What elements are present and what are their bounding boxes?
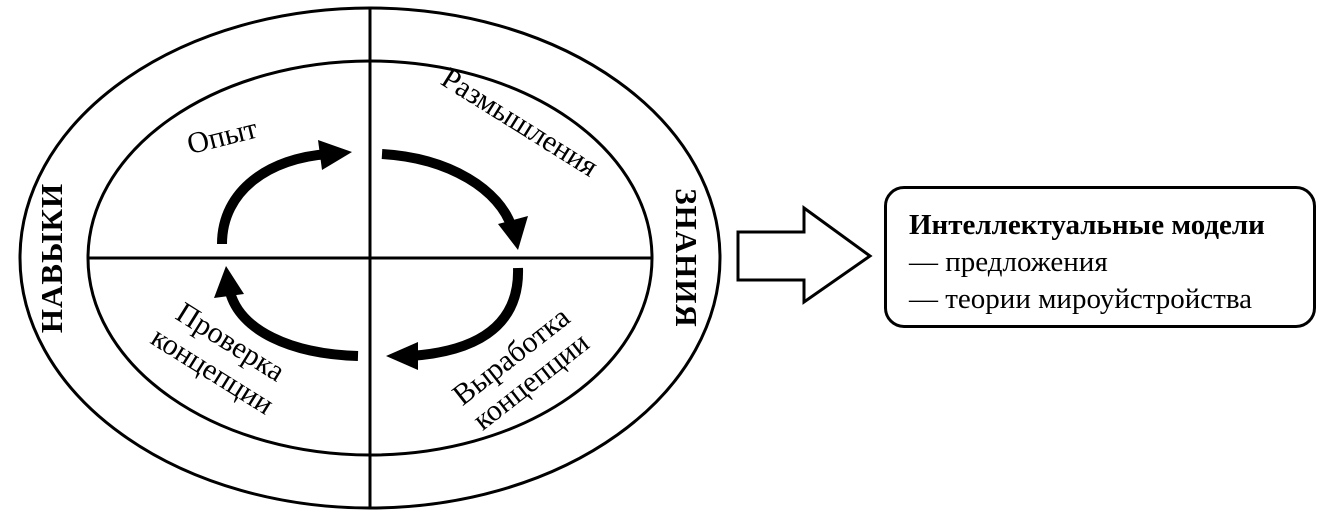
curved-arrow-head — [498, 216, 528, 250]
label-skills: НАВЫКИ — [34, 183, 69, 333]
curved-arrow-head — [386, 342, 418, 370]
curved-arrow-icon — [381, 149, 517, 230]
label-experience: Опыт — [184, 112, 261, 161]
box-title: Интеллектуальные модели — [909, 209, 1265, 241]
label-concept-development: Выработка концепции — [446, 300, 595, 436]
label-reflection: Размышления — [436, 61, 604, 183]
label-knowledge: ЗНАНИЯ — [669, 188, 704, 327]
box-item-proposals: — предложения — [909, 246, 1108, 278]
right-block-arrow-icon — [736, 205, 873, 305]
curved-arrow-icon — [217, 149, 329, 245]
label-concept-testing: Проверка концепции — [145, 296, 290, 421]
curved-arrow-icon — [409, 267, 524, 361]
curved-arrow-head — [318, 140, 352, 170]
box-item-theories: — теории мироуйстройства — [909, 283, 1253, 315]
intellectual-models-box: Интеллектуальные модели — предложения — … — [884, 186, 1316, 328]
cycle-arrows — [214, 140, 528, 370]
curved-arrow-head — [214, 266, 244, 298]
curved-arrow-icon — [225, 290, 359, 361]
